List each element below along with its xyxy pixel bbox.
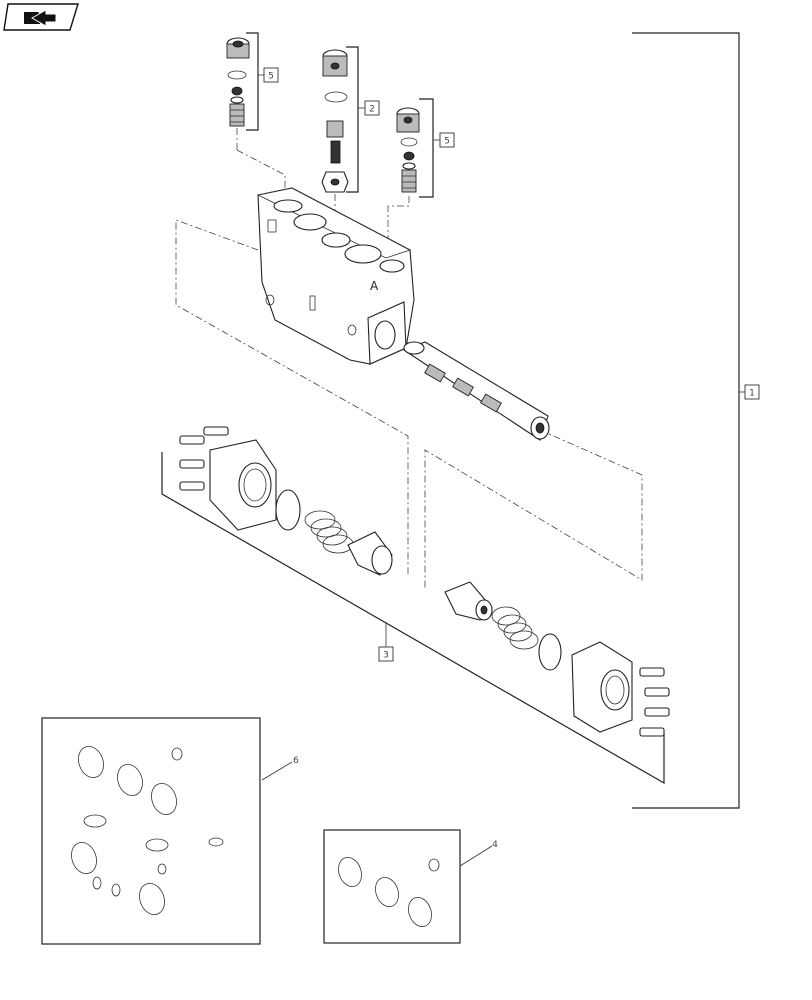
bracket-1: [632, 32, 745, 809]
callout-1-label: 1: [749, 389, 755, 399]
callout-5a-label: 5: [268, 72, 274, 82]
callout-2-label: 2: [369, 105, 375, 115]
relief-valve-5a: [226, 37, 286, 200]
callout-4-label: 4: [492, 840, 498, 850]
callout-5a[interactable]: 5: [263, 67, 279, 83]
callout-6[interactable]: 6: [293, 756, 299, 766]
book-arrow-icon: [24, 9, 57, 27]
callout-5b[interactable]: 5: [439, 132, 455, 148]
dashline-body-right: [424, 429, 643, 590]
callout-2[interactable]: 2: [364, 100, 380, 116]
bracket-2: [346, 46, 365, 193]
callout-1[interactable]: 1: [744, 384, 760, 400]
callout-3[interactable]: 3: [378, 646, 394, 662]
left-cap-assembly: [179, 426, 393, 576]
nav-icon-button[interactable]: [3, 3, 79, 31]
callout-6-label: 6: [293, 756, 299, 766]
right-cap-assembly: [444, 581, 670, 737]
callout-3-label: 3: [383, 651, 389, 661]
valve-body: A: [256, 187, 415, 365]
right-bolts: [639, 667, 670, 737]
callout-5b-label: 5: [444, 137, 450, 147]
seal-kit-4: [323, 829, 493, 944]
left-spring: [304, 510, 354, 554]
dashline-body-left: [175, 219, 409, 575]
valve-2: [321, 49, 349, 230]
callout-4[interactable]: 4: [492, 840, 498, 850]
bracket-5b: [419, 98, 440, 198]
bracket-5a: [246, 32, 264, 131]
right-spring: [491, 606, 539, 650]
seal-kit-6: [41, 717, 293, 945]
spool: [402, 341, 550, 441]
svg-text:A: A: [370, 279, 379, 293]
left-bolts: [179, 426, 229, 491]
bracket-3: [161, 452, 665, 785]
relief-valve-5b: [387, 107, 420, 260]
